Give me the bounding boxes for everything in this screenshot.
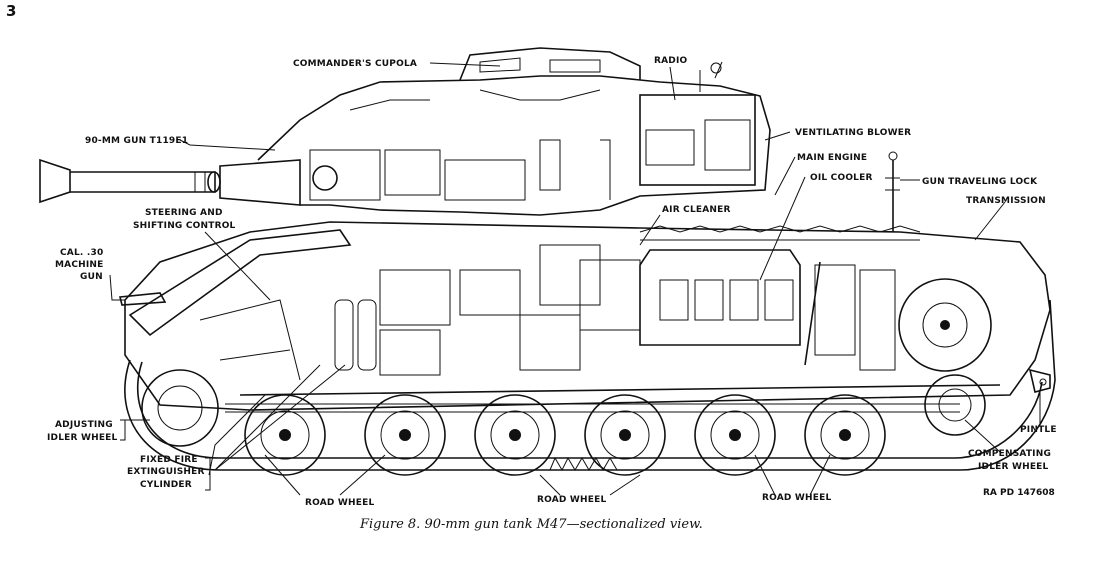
label-ventilating-blower: VENTILATING BLOWER: [795, 128, 911, 138]
reference-code: RA PD 147608: [983, 488, 1055, 498]
label-steering-line1: STEERING AND: [145, 208, 223, 218]
label-steering-line2: SHIFTING CONTROL: [133, 221, 236, 231]
track-cleats: [549, 456, 618, 472]
road-wheels: [244, 394, 886, 476]
road-wheel-3: [474, 394, 556, 476]
label-mg-line1: CAL. .30: [60, 248, 103, 258]
label-comp-idler-line1: COMPENSATING: [968, 449, 1051, 459]
label-fire-ext-line3: CYLINDER: [140, 480, 192, 490]
page-mark: 3: [6, 2, 17, 20]
bracket-adj-idler: [120, 419, 126, 441]
adjusting-idler-wheel: [141, 369, 219, 447]
label-pintle: PINTLE: [1020, 425, 1057, 435]
leader-lines: [109, 62, 1041, 496]
label-oil-cooler: OIL COOLER: [810, 173, 873, 183]
road-wheel-5: [694, 394, 776, 476]
figure-caption: Figure 8. 90-mm gun tank M47—sectionaliz…: [360, 517, 703, 532]
label-commanders-cupola: COMMANDER'S CUPOLA: [293, 59, 417, 69]
label-mg-line3: GUN: [80, 272, 103, 282]
label-gun: 90-MM GUN T119E1: [85, 136, 188, 146]
gun-barrel: [39, 158, 301, 206]
bow-machine-gun: [118, 292, 167, 306]
hull: [124, 221, 1051, 411]
road-wheel-6: [804, 394, 886, 476]
label-fire-ext-line2: EXTINGUISHER: [127, 467, 205, 477]
gun-traveling-lock: [885, 151, 900, 232]
label-mg-line2: MACHINE: [55, 260, 104, 270]
label-fire-ext-line1: FIXED FIRE: [140, 455, 198, 465]
pintle: [1028, 368, 1051, 393]
label-adj-idler-line2: IDLER WHEEL: [47, 433, 118, 443]
bracket-fire-ext: [205, 457, 211, 491]
track: [124, 299, 1056, 471]
compensating-idler-wheel: [924, 374, 986, 436]
label-road-wheel-right: ROAD WHEEL: [762, 493, 831, 503]
turret: [257, 47, 771, 216]
label-gun-traveling-lock: GUN TRAVELING LOCK: [922, 177, 1038, 187]
label-road-wheel-left: ROAD WHEEL: [305, 498, 374, 508]
label-radio: RADIO: [654, 56, 688, 66]
labels: COMMANDER'S CUPOLA RADIO 90-MM GUN T119E…: [47, 56, 1057, 508]
label-adj-idler-line1: ADJUSTING: [55, 420, 113, 430]
road-wheel-1: [244, 394, 326, 476]
label-air-cleaner: AIR CLEANER: [662, 205, 731, 215]
label-transmission: TRANSMISSION: [966, 196, 1046, 206]
road-wheel-2: [364, 394, 446, 476]
label-comp-idler-line2: IDLER WHEEL: [978, 462, 1049, 472]
road-wheel-4: [584, 394, 666, 476]
label-main-engine: MAIN ENGINE: [797, 153, 867, 163]
label-road-wheel-center: ROAD WHEEL: [537, 495, 606, 505]
